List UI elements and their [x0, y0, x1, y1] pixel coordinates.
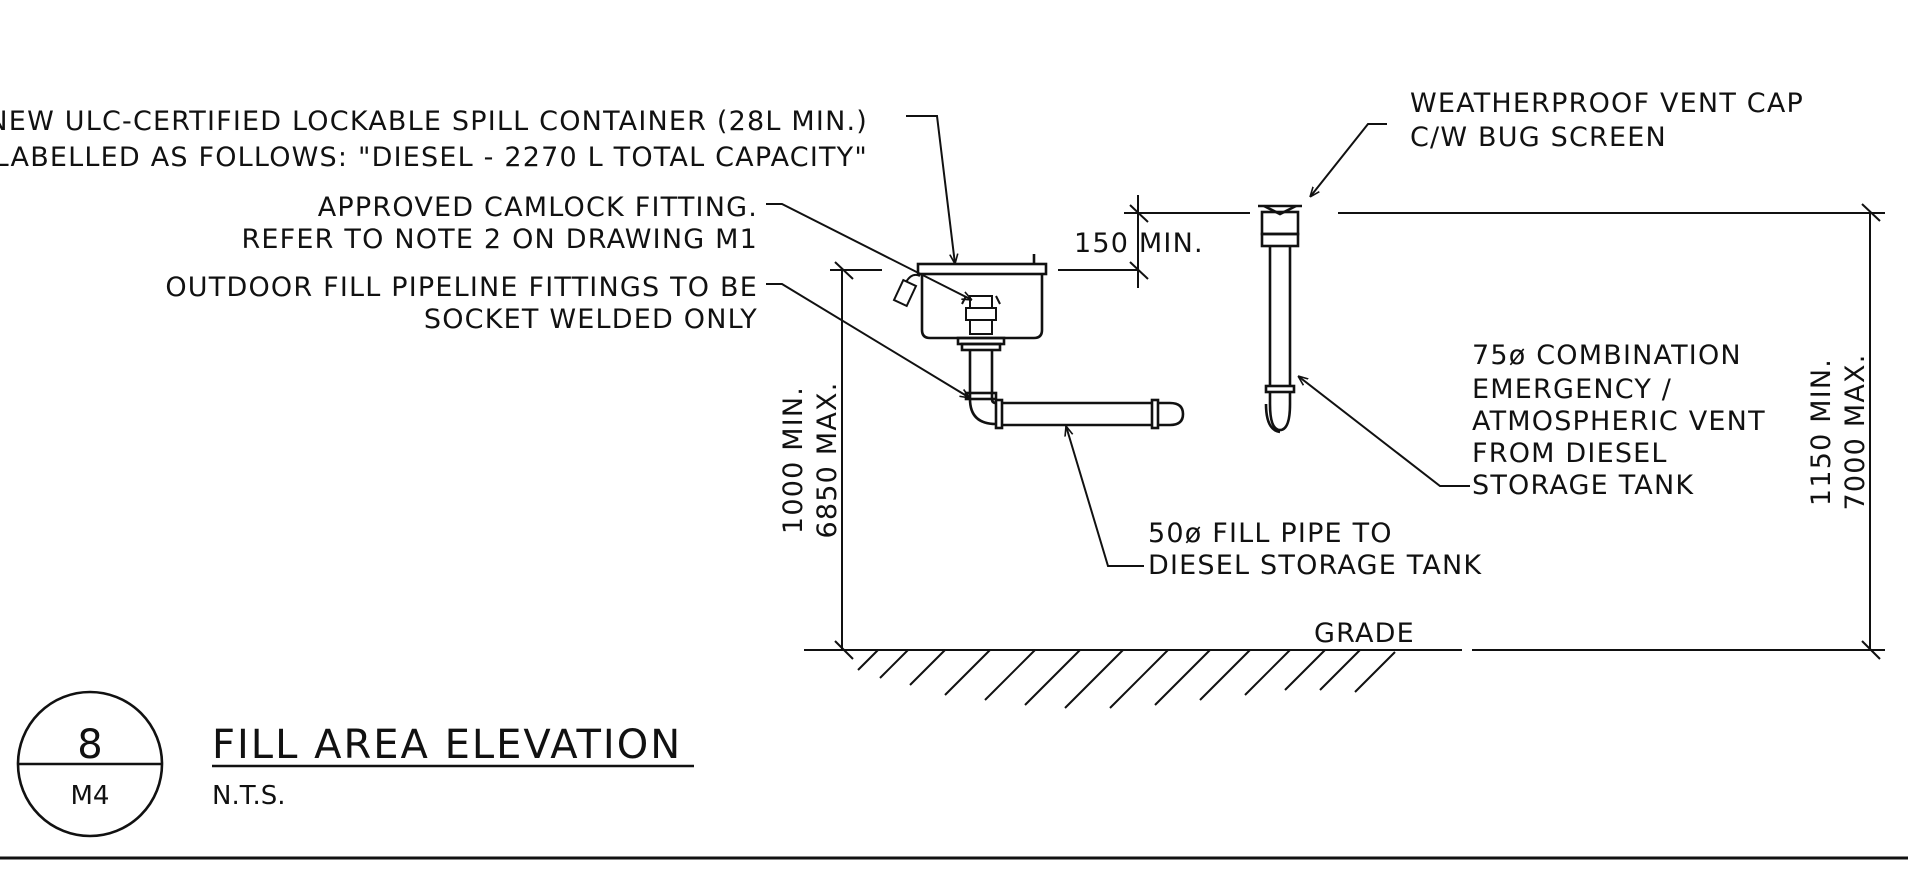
padlock-icon	[892, 273, 921, 308]
combo-vent-label-line1: 75ø COMBINATION	[1472, 340, 1742, 371]
combo-vent-label-line4: FROM DIESEL	[1472, 438, 1668, 469]
camlock-label-line2: REFER TO NOTE 2 ON DRAWING M1	[241, 224, 758, 255]
outdoor-fittings-label-line1: OUTDOOR FILL PIPELINE FITTINGS TO BE	[165, 272, 758, 303]
title-block: 8 M4 FILL AREA ELEVATION N.T.S.	[16, 690, 694, 838]
fill-pipe	[964, 350, 1185, 430]
right-dim-label-line2: 7000 MAX.	[1840, 354, 1871, 511]
left-dim-label-line1: 1000 MIN.	[778, 386, 809, 534]
grade-label: GRADE	[1314, 618, 1415, 649]
combo-vent-label-line5: STORAGE TANK	[1472, 470, 1694, 501]
fill-pipe-label-line1: 50ø FILL PIPE TO	[1148, 518, 1393, 549]
fill-pipe-label-line2: DIESEL STORAGE TANK	[1148, 550, 1482, 581]
annotation-labels: NEW ULC-CERTIFIED LOCKABLE SPILL CONTAIN…	[0, 88, 1871, 649]
spill-container-label-line1: NEW ULC-CERTIFIED LOCKABLE SPILL CONTAIN…	[0, 106, 868, 137]
spill-container-label-line2: LABELLED AS FOLLOWS: "DIESEL - 2270 L TO…	[0, 142, 868, 173]
detail-number: 8	[77, 722, 102, 768]
camlock-label-line1: APPROVED CAMLOCK FITTING.	[318, 192, 758, 223]
vent-cap-leader	[1310, 123, 1387, 197]
ground-hatching	[857, 649, 1396, 709]
combo-vent-label-line3: ATMOSPHERIC VENT	[1472, 406, 1766, 437]
dim-150-label: 150 MIN.	[1074, 228, 1204, 259]
drawing-title: FILL AREA ELEVATION	[212, 722, 682, 768]
left-dim-label-line2: 6850 MAX.	[812, 382, 843, 539]
vent-cap-label-line2: C/W BUG SCREEN	[1410, 122, 1667, 153]
combo-vent-leader	[1298, 376, 1470, 487]
combo-vent-label-line2: EMERGENCY /	[1472, 374, 1672, 405]
dimension-lines	[830, 195, 1885, 660]
camlock-leader	[766, 203, 972, 300]
fill-pipe-leader	[1066, 426, 1144, 567]
vent-pipe	[1258, 204, 1302, 434]
sheet-reference: M4	[71, 781, 110, 811]
leader-lines	[766, 115, 1470, 567]
spill-container	[892, 254, 1048, 352]
vent-cap-label-line1: WEATHERPROOF VENT CAP	[1410, 88, 1804, 119]
outdoor-fittings-label-line2: SOCKET WELDED ONLY	[424, 304, 758, 335]
spill-container-leader	[906, 115, 955, 264]
right-dim-label-line1: 1150 MIN.	[1806, 358, 1837, 506]
camlock-fitting	[961, 295, 1001, 335]
outdoor-fittings-leader	[766, 283, 970, 398]
drawing-scale: N.T.S.	[212, 781, 286, 811]
grade-line	[804, 649, 1885, 709]
